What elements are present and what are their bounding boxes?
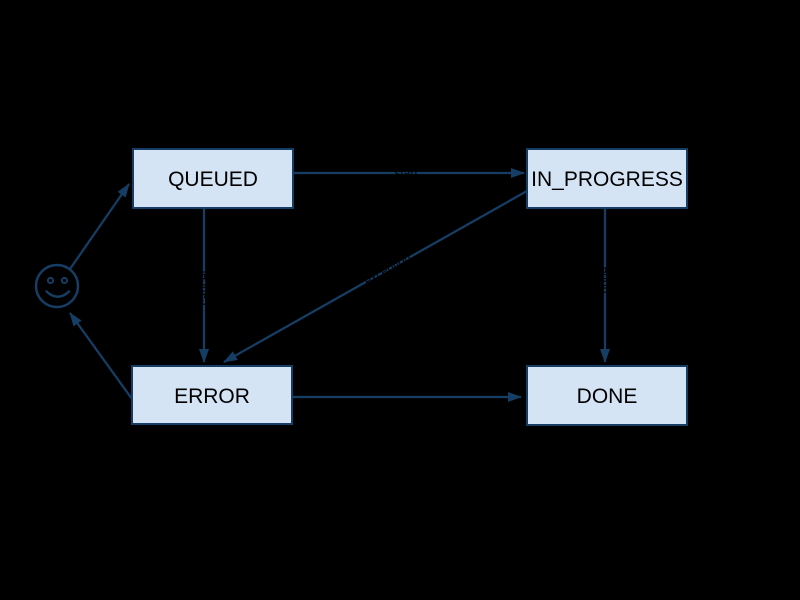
node-queued-label: QUEUED xyxy=(168,168,258,191)
edge-label-exception: exception xyxy=(362,250,413,288)
node-queued: QUEUED xyxy=(132,148,294,209)
edge-actor-to-queued xyxy=(69,183,130,270)
edge-label-start: start xyxy=(394,166,418,180)
smiley-left-eye xyxy=(46,276,55,285)
edges xyxy=(69,168,610,402)
edge-label-cancel: cancel xyxy=(197,271,211,306)
node-in-progress-label: IN_PROGRESS xyxy=(531,168,683,191)
edge-error-to-actor xyxy=(69,312,133,400)
edge-inprogress-to-error xyxy=(223,190,528,363)
smiley-mouth xyxy=(45,290,71,298)
node-error-label: ERROR xyxy=(174,385,250,408)
node-in-progress: IN_PROGRESS xyxy=(526,148,688,209)
smiley-right-eye xyxy=(60,276,69,285)
node-done-label: DONE xyxy=(577,385,638,408)
smiley-face-icon xyxy=(34,263,80,309)
edge-label-done: done xyxy=(598,266,612,293)
node-done: DONE xyxy=(526,365,688,426)
node-error: ERROR xyxy=(131,365,293,425)
